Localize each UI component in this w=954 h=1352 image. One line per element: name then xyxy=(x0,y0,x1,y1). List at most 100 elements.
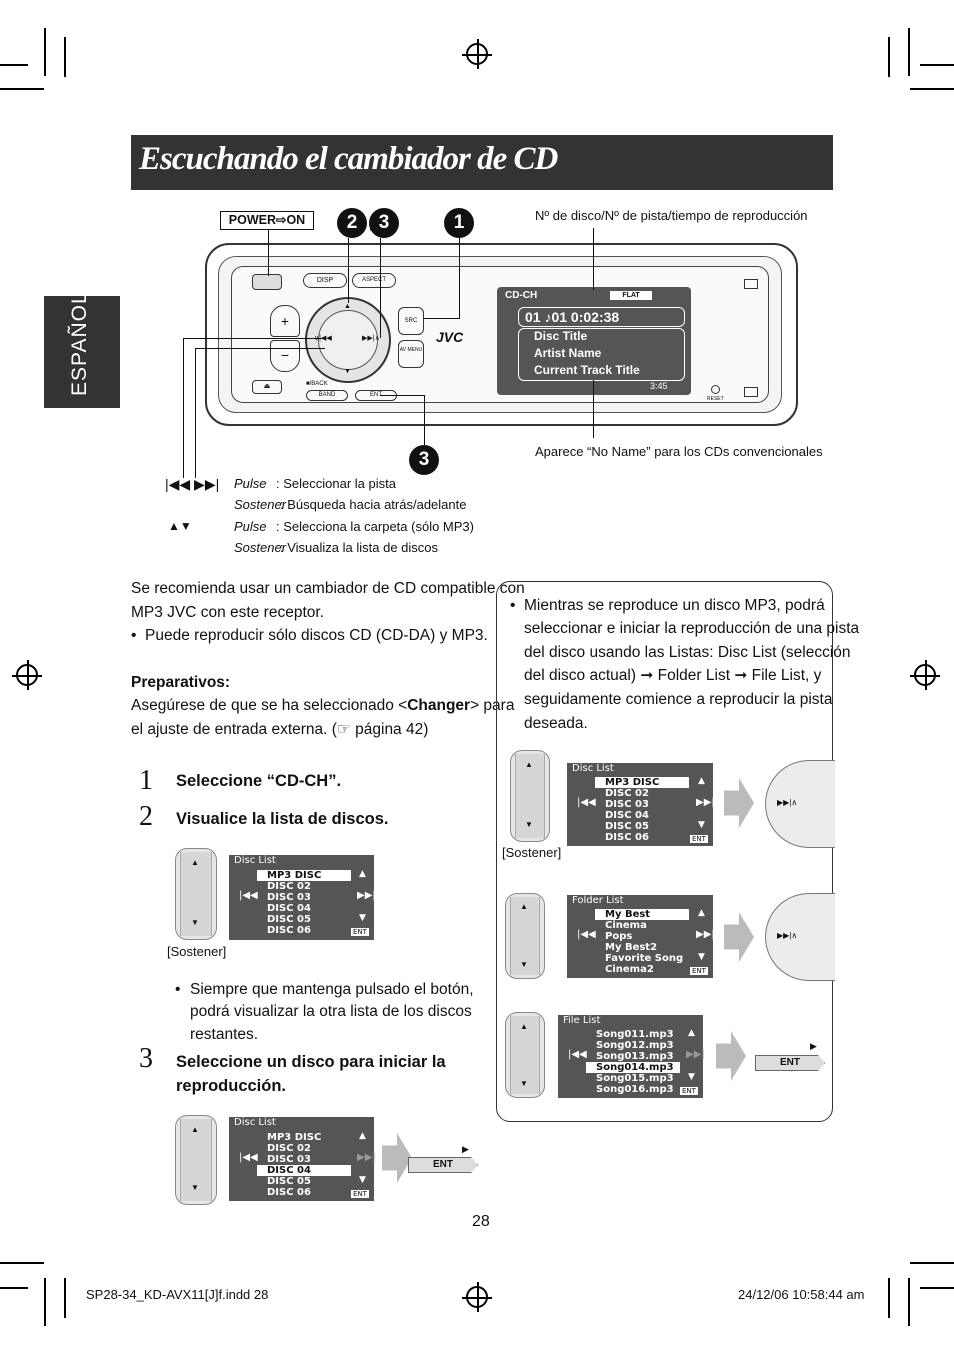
footer-timestamp: 24/12/06 10:58:44 am xyxy=(738,1287,865,1302)
list-item-selected[interactable]: Song014.mp3 xyxy=(586,1062,680,1073)
ent-badge: ENT xyxy=(690,835,708,843)
list-item-selected[interactable]: My Best xyxy=(595,909,689,920)
next-icon: ▶▶|∧ xyxy=(777,931,798,940)
dial-next-icon: ▶▶|∧ xyxy=(362,335,380,342)
band-button[interactable]: BAND xyxy=(306,390,348,401)
crop-mark xyxy=(920,1287,954,1289)
list-item[interactable]: Song013.mp3 xyxy=(596,1051,674,1062)
control-knob-face xyxy=(515,754,545,838)
release-button[interactable] xyxy=(744,279,758,289)
list-item[interactable]: MP3 DISC xyxy=(267,1132,322,1143)
control-knob-face xyxy=(180,852,212,936)
ent-button[interactable]: ENT xyxy=(755,1055,825,1071)
list-item[interactable]: DISC 05 xyxy=(267,1176,311,1187)
list-item[interactable]: Song012.mp3 xyxy=(596,1040,674,1051)
list-item-selected[interactable]: DISC 04 xyxy=(257,1165,351,1176)
list-item[interactable]: Song016.mp3 xyxy=(596,1084,674,1095)
list-item[interactable]: Song011.mp3 xyxy=(596,1029,674,1040)
key-legend-mode: Pulse xyxy=(234,519,267,534)
list-item[interactable]: DISC 03 xyxy=(605,799,649,810)
list-item[interactable]: Cinema2 xyxy=(605,964,654,975)
list-item[interactable]: DISC 02 xyxy=(267,1143,311,1154)
list-item[interactable]: DISC 06 xyxy=(267,925,311,936)
step-2-text: Visualice la lista de discos. xyxy=(176,810,389,828)
registration-mark-icon xyxy=(462,39,492,69)
back-label: ■/BACK xyxy=(306,381,328,387)
box-text: del disco actual) ➞ Folder List ➞ File L… xyxy=(524,664,821,688)
list-item[interactable]: Song015.mp3 xyxy=(596,1073,674,1084)
list-item[interactable]: DISC 02 xyxy=(605,788,649,799)
src-button[interactable]: SRC xyxy=(398,307,424,335)
display-mode: CD-CH xyxy=(505,290,538,301)
list-item[interactable]: DISC 06 xyxy=(605,832,649,843)
jvc-logo: JVC xyxy=(436,329,464,345)
leader-line xyxy=(380,238,381,338)
disp-button[interactable]: DISP xyxy=(303,273,347,288)
next-icon: ▶▶| xyxy=(357,890,376,901)
list-item[interactable]: DISC 03 xyxy=(267,1154,311,1165)
leader-line xyxy=(268,230,269,276)
knob-up-icon: ▲ xyxy=(520,902,528,911)
list-item[interactable]: My Best2 xyxy=(605,942,658,953)
step-number: 1 xyxy=(139,765,153,796)
list-item[interactable]: Cinema xyxy=(605,920,647,931)
page-title: Escuchando el cambiador de CD xyxy=(139,141,558,177)
knob-down-icon: ▼ xyxy=(520,1079,528,1088)
prep-text: Asegúrese de que se ha seleccionado < xyxy=(131,697,408,714)
list-item[interactable]: DISC 05 xyxy=(605,821,649,832)
list-item[interactable]: DISC 05 xyxy=(267,914,311,925)
volume-plus-button[interactable]: + xyxy=(270,305,300,337)
scroll-up-icon: ▲ xyxy=(359,869,366,879)
leader-line xyxy=(424,318,460,319)
logo-mark-icon xyxy=(744,387,758,397)
knob-down-icon: ▼ xyxy=(191,918,199,927)
list-item[interactable]: DISC 04 xyxy=(267,903,311,914)
eject-button[interactable]: ⏏ xyxy=(252,380,282,394)
list-item[interactable]: Favorite Song xyxy=(605,953,684,964)
prev-icon: |◀◀ xyxy=(577,797,596,808)
control-dial-inner[interactable] xyxy=(318,310,378,370)
step-2-note: podrá visualizar la otra lista de los di… xyxy=(190,1003,472,1020)
list-item[interactable]: MP3 DISC xyxy=(257,870,351,881)
aspect-button[interactable]: ASPECT xyxy=(352,273,396,288)
arrow-icon: ➞ xyxy=(734,667,748,684)
list-item[interactable]: DISC 02 xyxy=(267,881,311,892)
list-item[interactable]: DISC 03 xyxy=(267,892,311,903)
callout-3-bottom: 3 xyxy=(409,445,439,475)
step-2-note: restantes. xyxy=(190,1026,259,1043)
callout-1: 1 xyxy=(444,208,474,238)
scroll-down-icon: ▼ xyxy=(359,1175,366,1185)
key-legend-desc: : Seleccionar la pista xyxy=(276,476,396,491)
ent-button[interactable]: ENT xyxy=(408,1157,478,1173)
display-track-title: Current Track Title xyxy=(534,363,640,377)
leader-line xyxy=(183,338,184,478)
power-button[interactable] xyxy=(252,274,282,290)
arrow-icon: ➞ xyxy=(640,667,654,684)
scroll-up-icon: ▲ xyxy=(698,776,705,786)
crop-mark xyxy=(64,1278,66,1318)
callout-2: 2 xyxy=(337,208,367,238)
list-item[interactable]: DISC 06 xyxy=(267,1187,311,1198)
key-legend-desc: : Visualiza la lista de discos xyxy=(280,540,439,555)
volume-minus-button[interactable]: − xyxy=(270,340,300,372)
page-number: 28 xyxy=(472,1213,490,1230)
av-menu-button[interactable]: AV MENU xyxy=(398,340,424,368)
display-eq: FLAT xyxy=(610,291,652,300)
knob-down-icon: ▼ xyxy=(525,820,533,829)
device-display xyxy=(497,287,691,395)
step-3-text: reproducción. xyxy=(176,1077,287,1095)
list-item-selected[interactable]: MP3 DISC xyxy=(595,777,689,788)
registration-mark-icon xyxy=(910,660,940,690)
bullet-dot: • xyxy=(510,597,516,614)
key-legend-mode: Pulse xyxy=(234,476,267,491)
reset-button[interactable] xyxy=(711,385,720,394)
language-tab: ESPAÑOL xyxy=(44,291,120,408)
note-top: Nº de disco/Nº de pista/tiempo de reprod… xyxy=(535,208,808,223)
key-legend-desc: : Búsqueda hacia atrás/adelante xyxy=(280,497,467,512)
list-item[interactable]: Pops xyxy=(605,931,633,942)
disc-list-screen: Disc List |◀◀ MP3 DISC DISC 02 DISC 03 D… xyxy=(229,1117,376,1201)
ent-badge: ENT xyxy=(680,1087,698,1095)
footer-file: SP28-34_KD-AVX11[J]f.indd 28 xyxy=(86,1287,269,1302)
control-knob-face xyxy=(510,897,540,975)
list-item[interactable]: DISC 04 xyxy=(605,810,649,821)
